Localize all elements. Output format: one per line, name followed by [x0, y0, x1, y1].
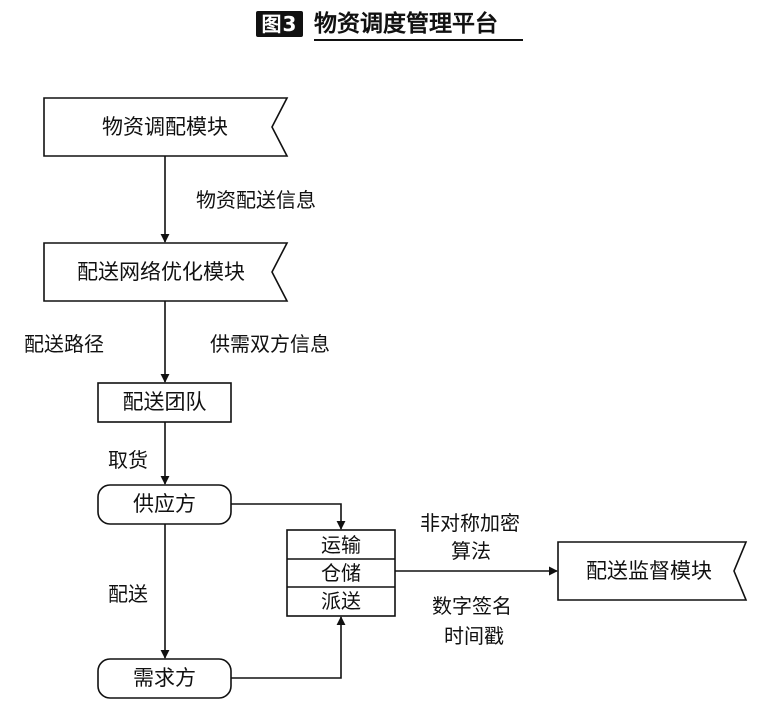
dispatch-module-label: 物资调配模块 — [102, 115, 228, 139]
transport-label: 运输 — [321, 533, 361, 557]
network-module-box — [43, 242, 289, 302]
arrow-demander-to-process — [231, 616, 346, 679]
team-box — [97, 382, 232, 423]
supplier-label: 供应方 — [133, 492, 196, 516]
route-label: 配送路径 — [24, 332, 104, 356]
encryption-label-line1: 非对称加密 — [420, 511, 520, 535]
team-label: 配送团队 — [122, 390, 207, 414]
supervision-module-label: 配送监督模块 — [586, 559, 712, 583]
pickup-label: 取货 — [108, 448, 148, 472]
timestamp-label: 时间戳 — [444, 624, 504, 648]
process-stack-box — [286, 529, 396, 617]
storage-label: 仓储 — [321, 561, 361, 585]
figure-title: 物资调度管理平台 — [314, 11, 498, 37]
encryption-label-line2: 算法 — [451, 539, 491, 563]
title-underline — [314, 39, 523, 41]
deliver-label: 配送 — [108, 582, 148, 606]
dispatch-module-box — [43, 97, 289, 157]
delivery-label: 派送 — [321, 589, 361, 613]
network-module-label: 配送网络优化模块 — [77, 260, 245, 284]
dispatch-info-label: 物资配送信息 — [196, 188, 316, 212]
demander-label: 需求方 — [133, 666, 196, 690]
supervision-module-box — [557, 541, 748, 601]
signature-label: 数字签名 — [432, 594, 512, 618]
supply-demand-info-label: 供需双方信息 — [210, 332, 330, 356]
figure-number-badge: 图3 — [256, 11, 303, 37]
arrow-supplier-to-process — [231, 503, 346, 530]
